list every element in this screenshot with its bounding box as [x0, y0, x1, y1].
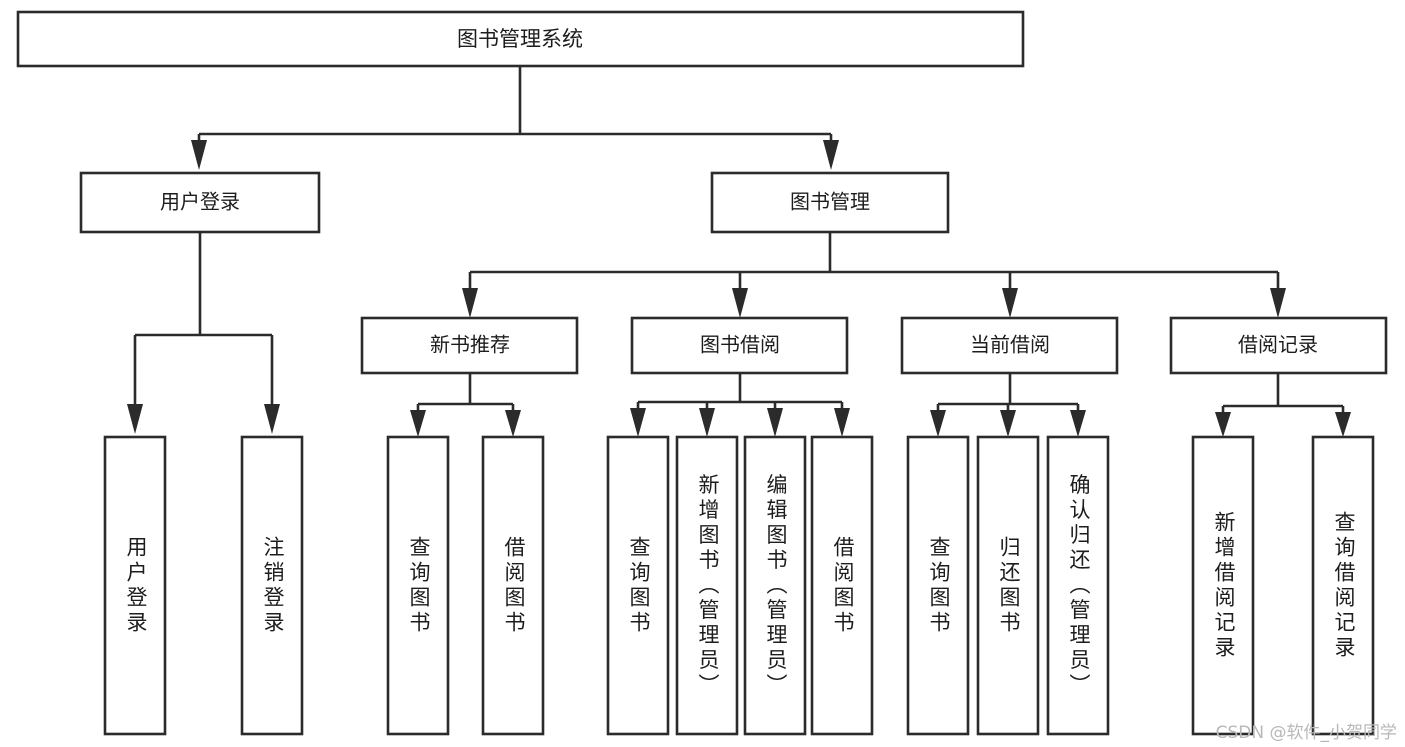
connector-root-to-level1	[191, 66, 839, 170]
arrow-to-leaf-user-logout	[264, 404, 280, 434]
leaf-node-borrow-book-1[interactable]: 借阅图书	[481, 435, 545, 736]
leaf-add-book-label: 新增图书（管理员）	[696, 474, 720, 699]
arrow-to-leaf-add-book	[699, 408, 715, 437]
arrow-to-leaf-edit-book	[767, 408, 783, 437]
arrow-to-borrow-record	[1270, 288, 1286, 318]
current-borrow-box[interactable]	[900, 316, 1119, 375]
root-box[interactable]	[16, 10, 1025, 68]
leaf-confirm-return-label: 确认归还（管理员）	[1067, 474, 1091, 699]
leaf-node-query-book-1[interactable]: 查询图书	[386, 435, 450, 736]
arrow-to-book-management	[823, 140, 839, 170]
node-book-management[interactable]: 图书管理	[710, 171, 950, 234]
leaf-query-book-3-box[interactable]	[906, 435, 970, 736]
leaf-borrow-book-2-box[interactable]	[810, 435, 874, 736]
leaf-query-book-2-label: 查询图书	[627, 536, 651, 636]
user-login-label: 用户登录	[160, 190, 240, 214]
arrow-to-leaf-user-login	[127, 404, 143, 434]
arrow-to-leaf-return-book	[1000, 410, 1016, 437]
arrow-to-leaf-query-book-1	[410, 410, 426, 437]
leaf-node-borrow-book-2[interactable]: 借阅图书	[810, 435, 874, 736]
leaf-node-query-book-3[interactable]: 查询图书	[906, 435, 970, 736]
leaf-borrow-book-1-box[interactable]	[481, 435, 545, 736]
connector-new-book-recommend-to-leaves	[410, 373, 521, 437]
leaf-node-query-record[interactable]: 查询借阅记录	[1311, 435, 1375, 736]
leaf-node-add-record[interactable]: 新增借阅记录	[1191, 435, 1255, 736]
leaf-borrow-book-2-label: 借阅图书	[831, 536, 855, 636]
user-login-box[interactable]	[79, 171, 321, 234]
leaf-query-book-1-box[interactable]	[386, 435, 450, 736]
leaf-node-user-login[interactable]: 用户登录	[103, 435, 167, 736]
connector-borrow-record-to-leaves	[1215, 373, 1351, 437]
leaf-add-book-box[interactable]	[675, 435, 739, 736]
leaf-return-book-label: 归还图书	[997, 536, 1021, 636]
arrow-to-current-borrow	[1002, 288, 1018, 318]
current-borrow-label: 当前借阅	[970, 333, 1050, 357]
leaf-node-user-logout[interactable]: 注销登录	[240, 435, 304, 736]
arrow-to-book-borrow	[732, 288, 748, 318]
leaf-add-record-box[interactable]	[1191, 435, 1255, 736]
leaf-user-logout-box[interactable]	[240, 435, 304, 736]
arrow-to-leaf-query-book-2	[630, 408, 646, 437]
book-management-label: 图书管理	[790, 190, 870, 214]
leaf-borrow-book-1-label: 借阅图书	[502, 536, 526, 636]
leaf-user-login-label: 用户登录	[124, 536, 148, 636]
leaf-user-logout-label: 注销登录	[261, 536, 285, 636]
node-borrow-record[interactable]: 借阅记录	[1169, 316, 1388, 375]
leaf-edit-book-label: 编辑图书（管理员）	[764, 474, 788, 699]
connector-book-management-to-level2	[462, 232, 1286, 318]
arrow-to-leaf-borrow-book-1	[505, 410, 521, 437]
arrow-to-leaf-add-record	[1215, 412, 1231, 437]
leaf-confirm-return-box[interactable]	[1046, 435, 1110, 736]
node-current-borrow[interactable]: 当前借阅	[900, 316, 1119, 375]
leaf-query-book-1-label: 查询图书	[407, 536, 431, 636]
node-user-login[interactable]: 用户登录	[79, 171, 321, 234]
leaf-node-query-book-2[interactable]: 查询图书	[606, 435, 670, 736]
borrow-record-label: 借阅记录	[1238, 333, 1318, 357]
leaf-node-confirm-return[interactable]: 确认归还（管理员）	[1046, 435, 1110, 736]
leaf-node-return-book[interactable]: 归还图书	[976, 435, 1040, 736]
leaf-node-edit-book[interactable]: 编辑图书（管理员）	[743, 435, 807, 736]
leaf-return-book-box[interactable]	[976, 435, 1040, 736]
arrow-to-leaf-query-book-3	[930, 410, 946, 437]
book-borrow-label: 图书借阅	[700, 333, 780, 357]
leaf-query-book-3-label: 查询图书	[927, 536, 951, 636]
node-book-borrow[interactable]: 图书借阅	[630, 316, 849, 375]
arrow-to-leaf-confirm-return	[1070, 410, 1086, 437]
node-root[interactable]: 图书管理系统	[16, 10, 1025, 68]
leaf-query-record-box[interactable]	[1311, 435, 1375, 736]
arrow-to-new-book-recommend	[462, 288, 478, 318]
arrow-to-user-login	[191, 140, 207, 170]
arrow-to-leaf-query-record	[1335, 412, 1351, 437]
new-book-recommend-label: 新书推荐	[430, 333, 510, 357]
arrow-to-leaf-borrow-book-2	[834, 408, 850, 437]
new-book-recommend-box[interactable]	[360, 316, 579, 375]
leaf-edit-book-box[interactable]	[743, 435, 807, 736]
connector-book-borrow-to-leaves	[630, 373, 850, 437]
connector-user-login-to-leaves	[127, 232, 280, 434]
leaf-add-record-label: 新增借阅记录	[1212, 511, 1236, 661]
leaf-query-record-label: 查询借阅记录	[1332, 511, 1356, 661]
root-label: 图书管理系统	[457, 27, 583, 51]
node-new-book-recommend[interactable]: 新书推荐	[360, 316, 579, 375]
leaf-user-login-box[interactable]	[103, 435, 167, 736]
connector-current-borrow-to-leaves	[930, 373, 1086, 437]
leaf-query-book-2-box[interactable]	[606, 435, 670, 736]
leaf-node-add-book[interactable]: 新增图书（管理员）	[675, 435, 739, 736]
